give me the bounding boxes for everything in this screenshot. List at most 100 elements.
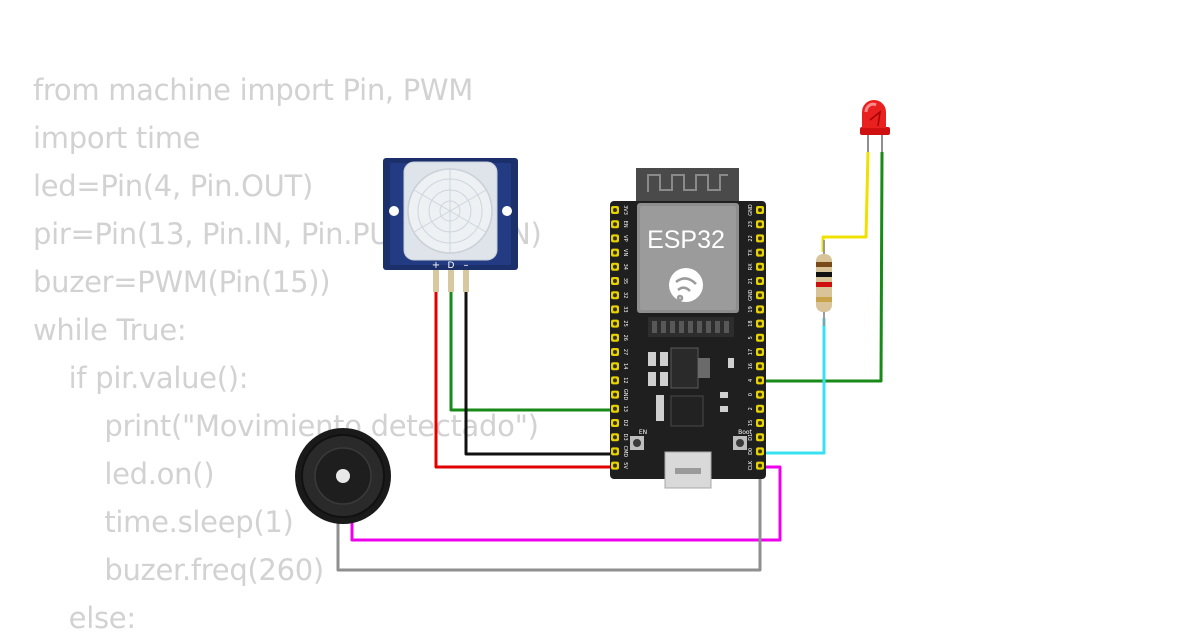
resistor-icon (816, 240, 832, 326)
code-line: else: (33, 601, 136, 635)
pin-label: GND (748, 204, 754, 216)
pin-hole (758, 279, 762, 283)
led-icon (860, 100, 890, 152)
board-label: ESP32 (647, 226, 725, 254)
pin-label: 5V (622, 462, 628, 469)
pin-hole (613, 435, 617, 440)
pin-hole (613, 222, 617, 227)
wire-pir-power (434, 290, 615, 469)
pir-pin-label-gnd: – (464, 260, 469, 271)
pin-label: 35 (622, 278, 628, 284)
pin-hole (613, 321, 617, 326)
pin-label: 15 (748, 420, 754, 426)
wires (336, 151, 884, 572)
pin-hole (758, 378, 762, 383)
pin-hole (758, 463, 762, 468)
pin-label: 26 (622, 335, 628, 341)
pin-label: 2 (748, 407, 754, 410)
pir-sensor-icon: + D – (383, 158, 518, 292)
pin-label: 4 (748, 379, 754, 382)
pin-label: 27 (622, 349, 628, 355)
pin-label: D0 (748, 448, 754, 455)
pin-label: VN (622, 249, 628, 256)
pin-label: 0 (748, 393, 754, 396)
left-pin-header: 3V3ENVPVN343532332526271412GND13D2D3CMD5… (611, 205, 628, 470)
pin-hole (758, 335, 762, 340)
pin-hole (758, 250, 762, 255)
pin-hole (613, 406, 617, 411)
pin-hole (758, 321, 762, 326)
pin-hole (758, 264, 762, 269)
pin-label: CMD (622, 446, 628, 458)
pin-hole (758, 222, 762, 227)
code-line: time.sleep(1) (33, 505, 294, 539)
pin-label: EN (622, 221, 628, 228)
pin-label: D3 (622, 434, 628, 441)
pin-hole (613, 421, 617, 425)
pin-hole (613, 279, 617, 283)
pin-hole (758, 449, 762, 454)
pin-hole (613, 350, 617, 354)
pin-label: 18 (748, 320, 754, 326)
pin-hole (758, 435, 762, 440)
pin-hole (758, 364, 762, 369)
code-line: led.on() (33, 457, 215, 491)
pin-hole (758, 392, 762, 397)
code-line: if pir.value(): (33, 361, 249, 395)
wire-led-anode (821, 151, 870, 252)
wire-pir-ground (464, 290, 615, 456)
pin-hole (613, 236, 617, 241)
pin-hole (613, 250, 617, 255)
esp32-board-icon: ESP32 EN Boot 3V3 (610, 168, 766, 489)
pin-hole (613, 307, 617, 312)
pir-pin-label-data: D (448, 261, 455, 271)
buzzer-icon (295, 428, 391, 524)
pin-label: 23 (748, 221, 754, 227)
pin-label: 32 (622, 292, 628, 298)
pin-label: GND (748, 289, 754, 301)
pin-hole (613, 293, 617, 298)
pin-label: 21 (748, 278, 754, 284)
pin-label: 16 (748, 363, 754, 369)
pin-hole (758, 350, 762, 354)
pin-label: 13 (622, 406, 628, 412)
code-line: from machine import Pin, PWM (33, 73, 474, 107)
pin-label: 34 (622, 264, 628, 270)
pin-label: RX (748, 263, 754, 270)
wire-led-cathode (760, 151, 884, 383)
code-line: buzer=PWM(Pin(15)) (33, 265, 331, 299)
wire-resistor (760, 318, 826, 455)
wire-buzzer-neg (336, 427, 762, 572)
pin-label: 14 (622, 363, 628, 369)
wire-buzzer-pos (350, 465, 782, 542)
pin-label: 5 (748, 336, 754, 339)
pin-label: 12 (622, 377, 628, 383)
pin-hole (758, 236, 762, 241)
pin-hole (613, 449, 617, 454)
code-line: buzer.freq(260) (33, 553, 324, 587)
en-button-label: EN (639, 429, 647, 436)
pin-hole (613, 335, 617, 340)
espressif-logo-icon (669, 268, 703, 302)
boot-button-label: Boot (738, 429, 752, 436)
pin-hole (758, 293, 762, 298)
pin-hole (758, 421, 762, 425)
pin-hole (758, 208, 762, 212)
pin-hole (613, 378, 617, 383)
wire-pir-signal (449, 290, 615, 412)
pin-hole (613, 264, 617, 269)
pin-label: D2 (622, 419, 628, 426)
pin-label: 19 (748, 306, 754, 312)
pin-label: 33 (622, 306, 628, 312)
pin-hole (613, 392, 617, 397)
pin-label: VP (622, 235, 628, 241)
pin-hole (613, 364, 617, 369)
pin-label: GND (622, 389, 628, 401)
pin-label: D1 (748, 434, 754, 441)
code-line: while True: (33, 313, 187, 347)
pin-hole (613, 208, 617, 212)
pin-hole (758, 307, 762, 312)
